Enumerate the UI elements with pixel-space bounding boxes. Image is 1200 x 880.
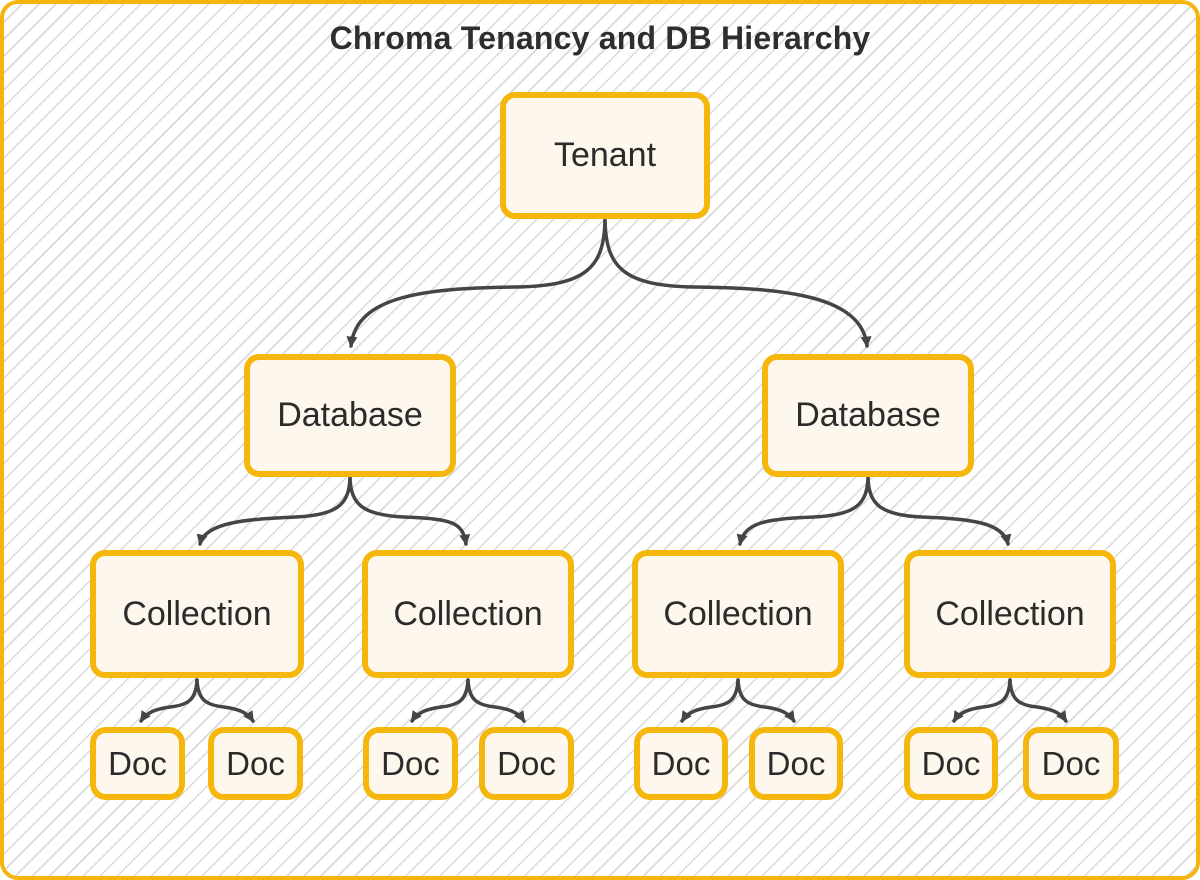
node-label: Tenant	[553, 136, 657, 174]
edge-database-1-collection-2	[348, 476, 471, 546]
node-label: Doc	[381, 744, 440, 782]
node-doc-8: Doc	[1023, 727, 1119, 800]
edge-collection-3-doc-6	[736, 678, 796, 723]
node-doc-5: Doc	[634, 727, 728, 800]
node-collection-1: Collection	[90, 550, 304, 678]
node-doc-3: Doc	[363, 727, 458, 800]
node-database-2: Database	[762, 354, 974, 477]
node-label: Collection	[935, 594, 1085, 633]
node-label: Doc	[497, 744, 556, 782]
node-database-1: Database	[244, 354, 456, 477]
node-doc-6: Doc	[749, 727, 843, 800]
node-label: Doc	[1041, 744, 1101, 782]
node-label: Doc	[108, 744, 167, 782]
edge-database-2-collection-4	[866, 476, 1012, 546]
node-tenant: Tenant	[500, 92, 710, 219]
node-label: Collection	[663, 594, 813, 633]
node-doc-4: Doc	[479, 727, 574, 800]
edge-tenant-database-1	[346, 218, 607, 348]
edge-collection-4-doc-7	[952, 678, 1012, 723]
edge-database-2-collection-3	[736, 476, 870, 546]
diagram-title: Chroma Tenancy and DB Hierarchy	[329, 20, 871, 56]
edge-collection-1-doc-1	[139, 678, 199, 723]
node-collection-3: Collection	[632, 550, 844, 678]
node-label: Database	[277, 396, 423, 434]
node-doc-7: Doc	[904, 727, 998, 800]
node-label: Collection	[393, 594, 543, 633]
node-collection-4: Collection	[904, 550, 1116, 678]
edge-collection-2-doc-4	[466, 678, 526, 723]
edge-collection-3-doc-5	[680, 678, 740, 723]
node-doc-2: Doc	[208, 727, 303, 800]
edge-database-1-collection-1	[196, 476, 352, 546]
edge-collection-2-doc-3	[410, 678, 470, 723]
node-label: Database	[795, 396, 941, 434]
node-doc-1: Doc	[90, 727, 185, 800]
node-collection-2: Collection	[362, 550, 574, 678]
node-label: Collection	[122, 594, 272, 633]
node-label: Doc	[651, 744, 711, 782]
edge-collection-4-doc-8	[1008, 678, 1068, 723]
edge-collection-1-doc-2	[195, 678, 255, 723]
node-label: Doc	[766, 744, 826, 782]
node-label: Doc	[226, 744, 285, 782]
edge-tenant-database-2	[603, 218, 872, 348]
node-label: Doc	[921, 744, 981, 782]
